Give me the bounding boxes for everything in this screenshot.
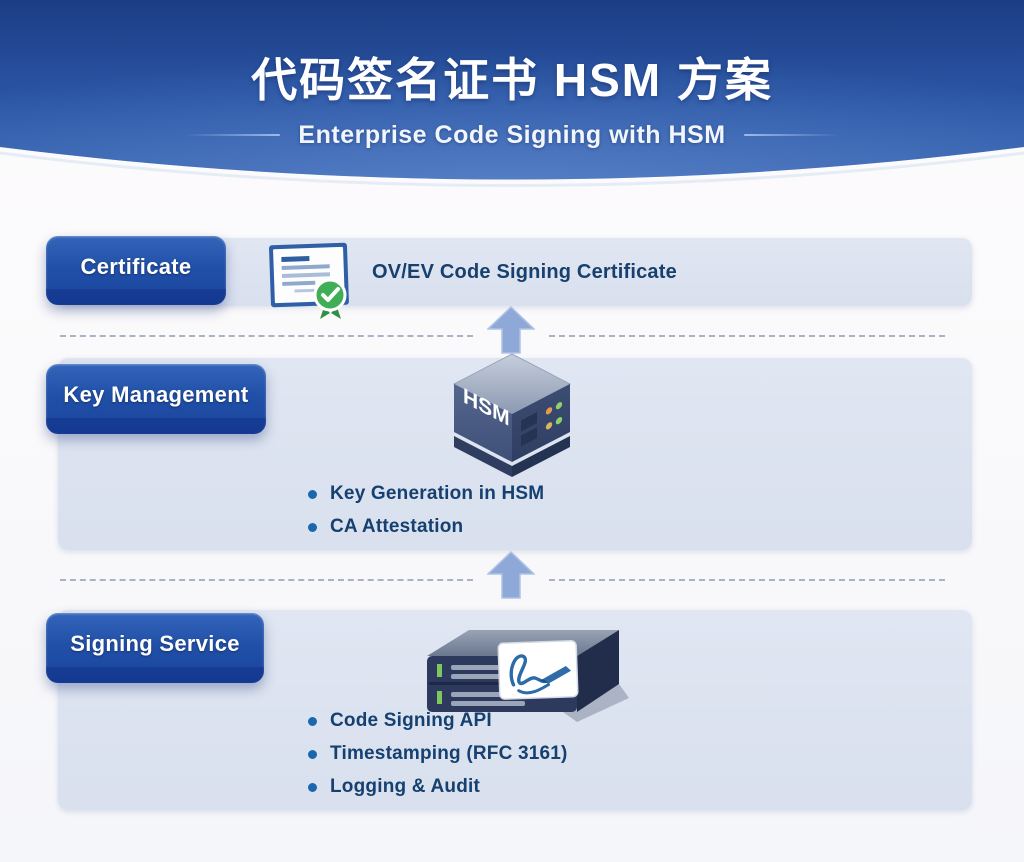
signing-service-badge-label: Signing Service xyxy=(70,631,240,656)
bullet-item: CA Attestation xyxy=(308,514,544,540)
bullet-dot xyxy=(308,749,317,759)
signing-service-bullets: Code Signing API Timestamping (RFC 3161)… xyxy=(308,708,568,807)
up-arrow-icon xyxy=(487,551,535,599)
key-management-badge-label: Key Management xyxy=(63,382,249,407)
bullet-item: Key Generation in HSM xyxy=(308,481,544,507)
up-arrow-icon xyxy=(487,306,535,354)
bullet-label: Logging & Audit xyxy=(330,776,481,797)
separator-line xyxy=(549,335,945,337)
separator-line xyxy=(60,335,473,337)
bullet-label: Timestamping (RFC 3161) xyxy=(330,743,568,764)
certificate-badge: Certificate xyxy=(46,236,226,305)
bullet-dot xyxy=(308,782,317,792)
signing-server-icon xyxy=(427,630,629,722)
key-management-badge: Key Management xyxy=(46,364,266,434)
certificate-seal-icon xyxy=(269,242,349,319)
bullet-item: Code Signing API xyxy=(308,708,568,734)
certificate-item-label: OV/EV Code Signing Certificate xyxy=(372,260,677,283)
bullet-dot xyxy=(308,489,317,499)
hsm-device-icon: HSM xyxy=(452,353,572,477)
subtitle-line-right xyxy=(743,134,839,136)
page-title: 代码签名证书 HSM 方案 xyxy=(251,54,773,106)
bullet-label: CA Attestation xyxy=(330,516,464,537)
page-subtitle: Enterprise Code Signing with HSM xyxy=(298,120,726,149)
separator-line xyxy=(60,579,473,581)
signing-service-badge: Signing Service xyxy=(46,613,264,683)
subtitle-line-left xyxy=(185,134,281,136)
subtitle-row: Enterprise Code Signing with HSM xyxy=(0,118,1024,152)
bullet-dot xyxy=(308,522,317,532)
key-management-bullets: Key Generation in HSM CA Attestation xyxy=(308,481,544,547)
bullet-label: Key Generation in HSM xyxy=(330,483,545,504)
bullet-label: Code Signing API xyxy=(330,710,492,731)
bullet-item: Logging & Audit xyxy=(308,774,568,800)
separator-line xyxy=(549,579,945,581)
certificate-badge-label: Certificate xyxy=(80,253,192,279)
bullet-dot xyxy=(308,716,317,726)
bullet-item: Timestamping (RFC 3161) xyxy=(308,741,568,767)
